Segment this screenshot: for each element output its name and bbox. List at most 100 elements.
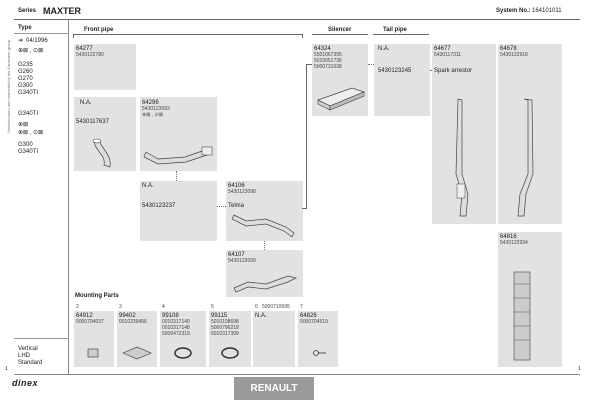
mount-64912-box[interactable] xyxy=(74,311,114,367)
part-64106-note: Telma xyxy=(228,203,245,209)
front-pipe-bracket xyxy=(73,34,303,35)
connector xyxy=(264,241,265,250)
mount-idx: 5 xyxy=(211,304,214,310)
type-symbols-2: ⊕⊠ xyxy=(18,122,29,128)
part-na3-box[interactable] xyxy=(374,44,430,116)
tail-pipe-heading: Tail pipe xyxy=(383,27,407,33)
type-date: 04/1996 xyxy=(26,38,48,44)
flow-line xyxy=(306,64,307,209)
part-64277-no: 64277 xyxy=(76,46,93,52)
mount-no: N.A. xyxy=(255,313,267,319)
mount-ref: 5000472319 xyxy=(162,331,190,337)
mount-99108-drawing xyxy=(174,347,192,359)
silencer-heading: Silencer xyxy=(328,27,352,33)
series-label: Series xyxy=(18,8,37,14)
footer-divider xyxy=(14,338,68,339)
dinex-logo: dinex xyxy=(12,378,39,388)
part-na3-ref: 5430123245 xyxy=(378,68,412,74)
part-64324-no: 64324 xyxy=(314,46,331,52)
part-64324-ref-3: 5000731038 xyxy=(314,64,342,70)
part-64678-no: 64678 xyxy=(500,46,517,52)
mount-na-box[interactable] xyxy=(253,311,295,367)
part-64106-ref: 5430123098 xyxy=(228,189,256,195)
part-na2-label: N.A. xyxy=(142,183,154,189)
type-group-2: G340TI xyxy=(18,111,39,117)
side-text: Manufactured and marketed by the Kaufman… xyxy=(6,40,11,133)
part-na1-ref: 5430117637 xyxy=(76,119,109,125)
part-64677-drawing xyxy=(455,98,469,217)
bracket-tick xyxy=(73,34,74,38)
page-marker-left: 1 xyxy=(5,366,8,372)
mount-no: 99115 xyxy=(211,313,228,319)
mount-no: 99108 xyxy=(162,313,179,319)
part-na1-label: N.A. xyxy=(80,100,92,106)
left-col-divider xyxy=(68,20,69,375)
part-64107-drawing xyxy=(233,275,298,293)
mount-ref: 5000704519 xyxy=(300,319,328,325)
header-divider xyxy=(14,19,580,20)
mount-64912-drawing xyxy=(87,348,99,358)
part-64277-ref: 5430122780 xyxy=(76,52,104,58)
part-64296-drawing xyxy=(143,146,213,165)
mount-ref: 5010108698 xyxy=(211,319,239,325)
part-na2-ref: 5430123237 xyxy=(142,203,176,209)
silencer-bracket xyxy=(312,34,368,35)
mount-ref: 0010317148 xyxy=(162,325,190,331)
part-na2-box[interactable] xyxy=(140,181,217,241)
part-64296-no: 64296 xyxy=(142,100,159,106)
part-64296-ref: 5430123093 xyxy=(142,106,170,112)
part-64677-no: 64677 xyxy=(434,46,451,52)
part-64816-drawing xyxy=(513,271,531,361)
part-64107-no: 64107 xyxy=(228,252,245,258)
front-pipe-heading: Front pipe xyxy=(84,27,114,33)
part-64324-ref-1: 5501067395 xyxy=(314,52,342,58)
part-64107-ref: 5430123099 xyxy=(228,258,256,264)
mount-ref: 0010317140 xyxy=(162,319,190,325)
part-64324-drawing xyxy=(317,87,366,111)
part-64296-symbols: ⊕⊠ , ⊙⊠ xyxy=(142,112,163,118)
mounting-heading: Mounting Parts xyxy=(75,293,119,299)
series-value: MAXTER xyxy=(43,6,81,16)
connector xyxy=(368,64,374,65)
flow-line xyxy=(306,64,313,65)
mount-99115-drawing xyxy=(221,347,239,359)
mount-idx: 4 xyxy=(162,304,165,310)
system-value: 164101011 xyxy=(532,8,562,14)
type-underline xyxy=(14,33,68,34)
mount-no: 64912 xyxy=(76,313,93,319)
mount-idx: 2 xyxy=(76,304,79,310)
part-64277-box[interactable] xyxy=(74,44,136,90)
part-64324-ref-2: 5010051736 xyxy=(314,58,342,64)
part-64816-ref: 5430122934 xyxy=(500,240,528,246)
tail-pipe-bracket xyxy=(373,34,429,35)
mount-no: 99402 xyxy=(119,313,136,319)
mount-idx: 6 xyxy=(255,304,258,310)
mount-ref: 0010239456 xyxy=(119,319,147,325)
mount-64826-box[interactable] xyxy=(298,311,338,367)
type-group-3: G300 G340TI xyxy=(18,142,39,155)
type-symbols-1: ⊕⊠ , ⊙⊠ xyxy=(18,48,44,54)
brand-logo: RENAULT xyxy=(234,377,314,400)
type-group-1: G235 G260 G270 G300 G340TI xyxy=(18,62,39,96)
mount-idx: 7 xyxy=(300,304,303,310)
footer-labels: Vertical LHD Standard xyxy=(18,346,43,366)
system-label: System No.: xyxy=(496,8,531,14)
part-64106-no: 64106 xyxy=(228,183,245,189)
flow-line xyxy=(302,208,307,209)
mount-extra-ref: 5000710695 xyxy=(262,304,290,310)
mount-99402-drawing xyxy=(122,346,152,360)
mount-ref: 5010317399 xyxy=(211,331,239,337)
mount-ref: 5000704037 xyxy=(76,319,104,325)
part-64678-ref: 5430122918 xyxy=(500,52,528,58)
part-64106-drawing xyxy=(231,214,295,238)
bracket-tick xyxy=(302,34,303,38)
part-64677-note: Spark arrestor xyxy=(434,68,473,74)
connector xyxy=(217,206,226,207)
part-64678-drawing xyxy=(517,98,534,217)
type-symbols-3: ⊕⊠ , ⊙⊠ xyxy=(18,130,44,136)
type-label: Type xyxy=(18,25,32,31)
part-na3-label: N.A. xyxy=(378,46,390,52)
mount-no: 64826 xyxy=(300,313,317,319)
connector xyxy=(176,171,177,181)
mount-ref: 5000796218 xyxy=(211,325,239,331)
